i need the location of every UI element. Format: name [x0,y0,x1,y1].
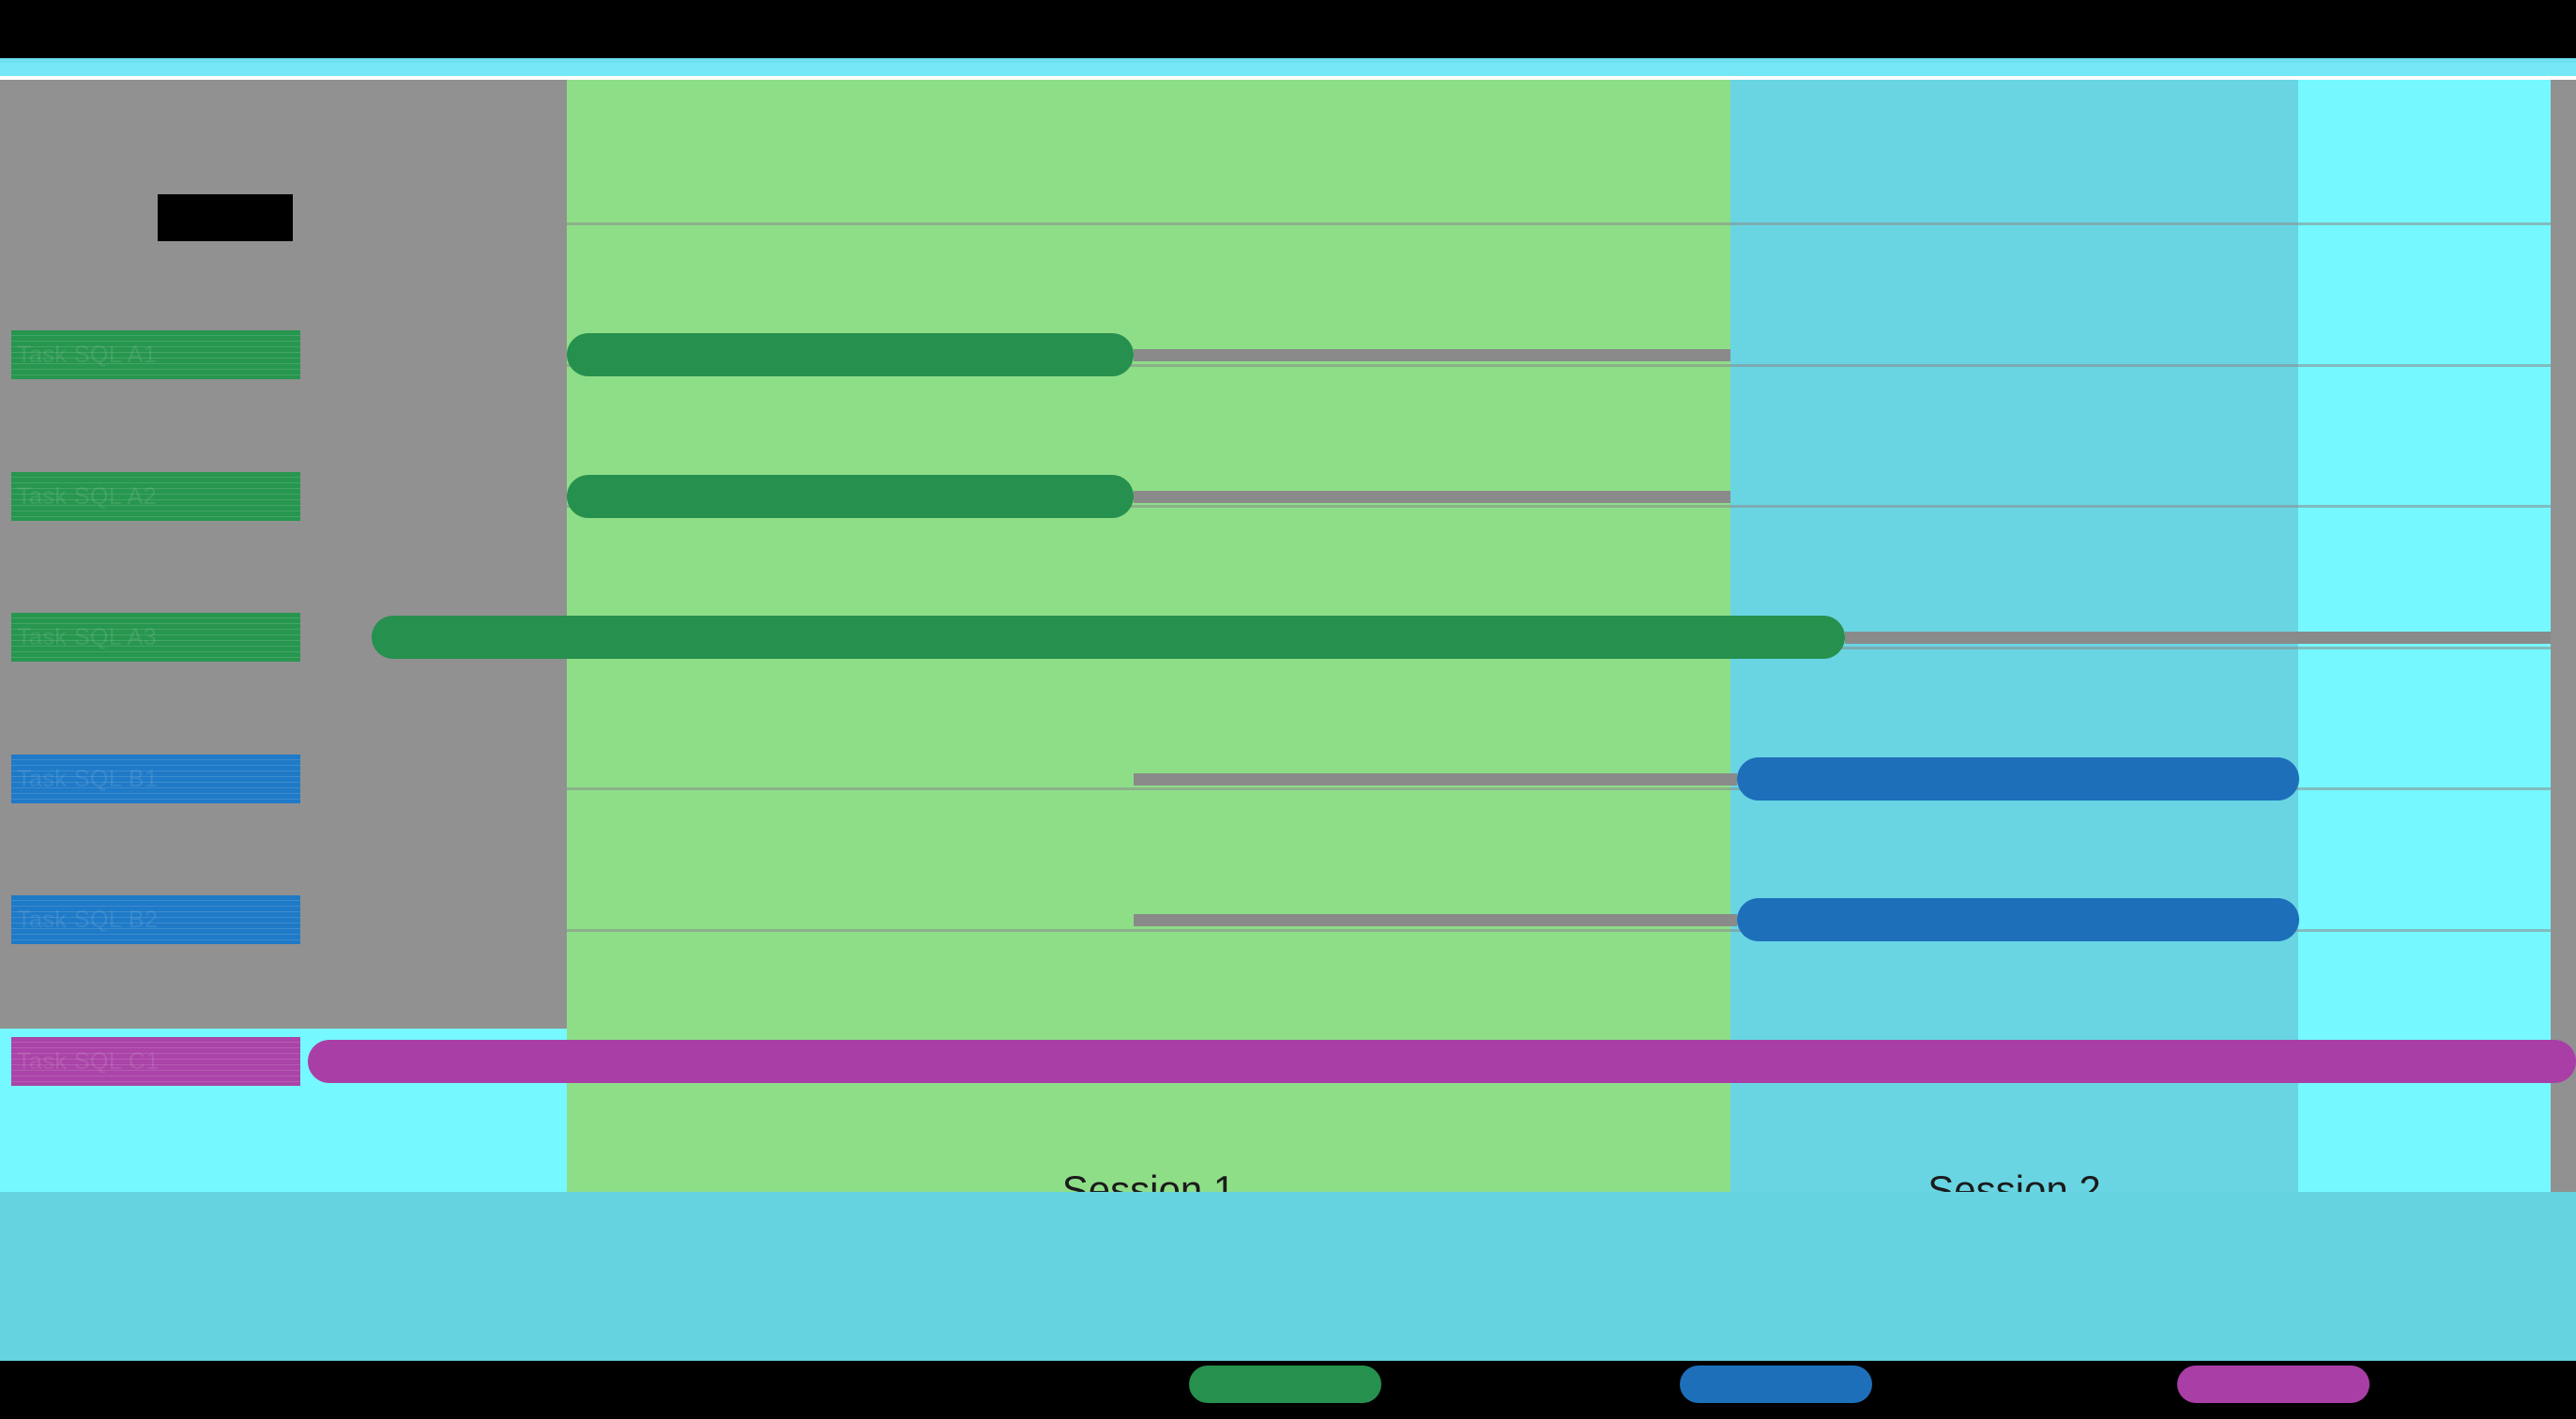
redaction-overlay [11,755,300,803]
redaction-overlay [11,613,300,662]
right-margin-shroud [2551,80,2576,1029]
y-axis-label: Task SQL A2 [11,472,300,521]
gridline [567,364,2551,367]
redaction-overlay [11,330,300,379]
top-rail-white [0,76,2576,80]
y-axis-label: Task SQL B1 [11,755,300,803]
redaction-overlay [11,895,300,944]
legend-swatch [1189,1366,1381,1403]
task-bar[interactable] [1737,898,2299,941]
pre-session-gutter [552,80,567,1029]
task-bar[interactable] [308,1040,2576,1083]
gridline [567,505,2551,508]
redaction-overlay [11,1037,300,1086]
legend-item[interactable] [1680,1361,2055,1419]
legend-swatch [1680,1366,1872,1403]
task-bar[interactable] [567,475,1134,518]
task-bar[interactable] [1737,757,2299,801]
bar-remaining-track [1134,349,1730,361]
task-bar[interactable] [567,333,1134,376]
bar-remaining-track [1845,632,2551,644]
legend-swatch [2177,1366,2370,1403]
y-axis-label: Task SQL A1 [11,330,300,379]
legend-label [1680,1366,1872,1403]
chart-title [158,194,293,241]
redaction-overlay [11,472,300,521]
legend-item[interactable] [2177,1361,2553,1419]
bar-remaining-track [1134,914,1737,926]
legend-label [1189,1366,1381,1403]
y-axis-label: Task SQL B2 [11,895,300,944]
chart-legend [0,1361,2576,1419]
bar-remaining-track [1134,491,1730,503]
footer-band [0,1192,2576,1366]
top-rail-inner [0,63,2576,76]
legend-item[interactable] [1189,1361,1564,1419]
top-rail-outer [0,58,2576,63]
gantt-chart-plot: Task SQL A1 Task SQL A2 Task SQL A3 Task SQ… [0,80,2576,1272]
y-axis-label: Task SQL A3 [11,613,300,662]
legend-label [2177,1366,2370,1403]
gridline [567,929,2551,932]
task-bar[interactable] [372,616,1845,659]
gridline [567,787,2551,790]
gridline [567,222,2551,225]
y-axis-label: Task SQL C1 [11,1037,300,1086]
bar-remaining-track [1134,773,1737,786]
